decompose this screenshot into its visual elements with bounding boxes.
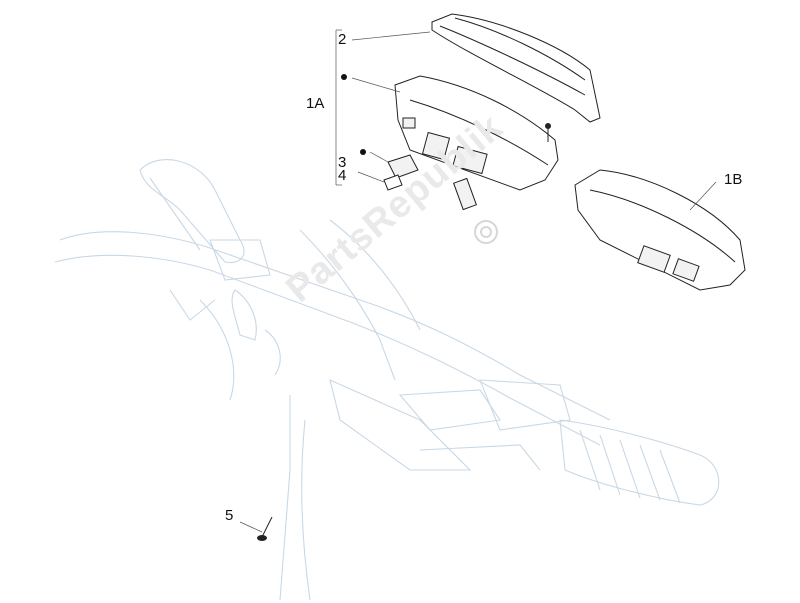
- callout-label-2: 2: [338, 31, 347, 48]
- part-1B-instrument-cluster: [574, 169, 746, 291]
- leader-line-1B: [689, 181, 717, 211]
- callout-label-5: 5: [225, 507, 234, 524]
- callout-bracket-1A: [335, 29, 342, 186]
- callout-label-1A: 1A: [306, 95, 325, 112]
- callout-label-4: 4: [338, 167, 347, 184]
- leader-line-2: [351, 31, 431, 41]
- leader-line-1A: [351, 77, 401, 93]
- callout-label-1B: 1B: [724, 171, 743, 188]
- part-5-screw: [239, 516, 273, 541]
- callout-dot-1A: [341, 74, 347, 80]
- watermark-gear-icon: [474, 220, 498, 244]
- handlebar-ghost-outline: [54, 159, 720, 601]
- callout-label-3: 3: [338, 154, 347, 171]
- leader-line-5: [239, 521, 263, 533]
- callout-dot-3: [360, 149, 366, 155]
- part-1A-instrument-cluster: [341, 74, 559, 211]
- part-4-bulb: [357, 171, 403, 191]
- part-3-bulb-holder: [360, 149, 419, 179]
- part-2-lens-cover: [351, 13, 601, 123]
